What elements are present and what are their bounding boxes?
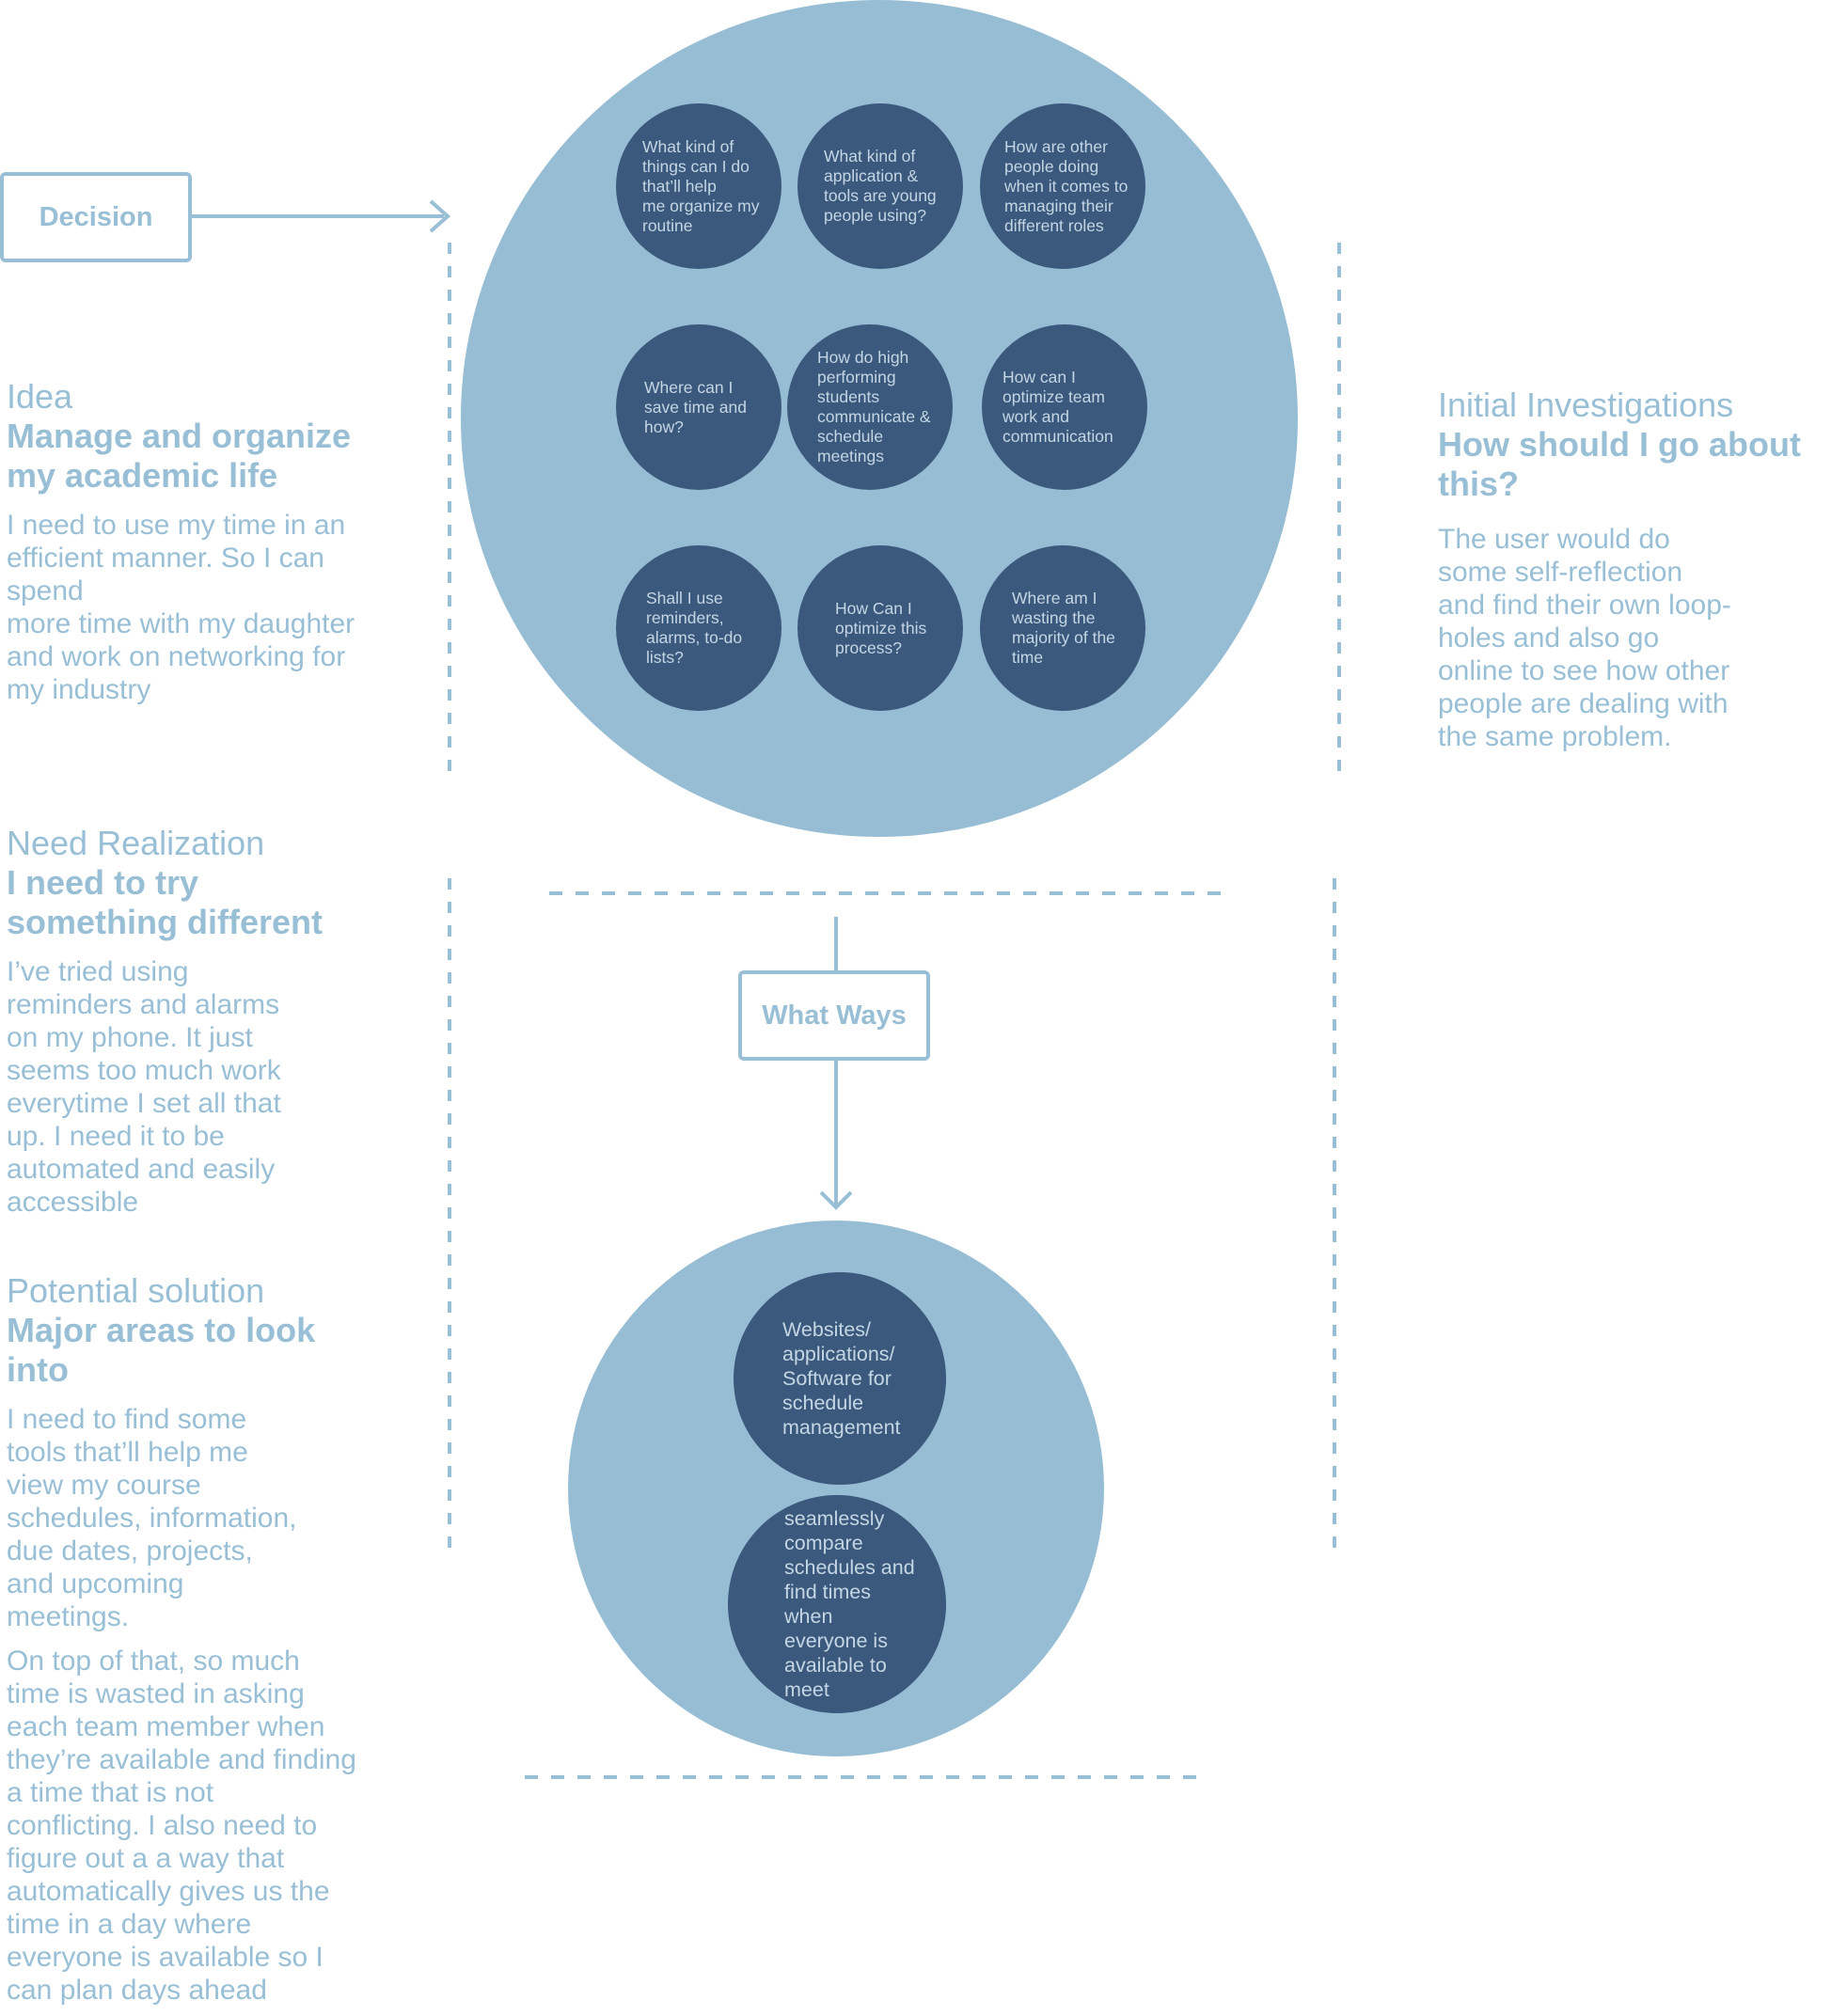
potential-solution-body: I need to find some tools that’ll help m…: [7, 1404, 297, 1632]
question-bubble: How can I optimize team work and communi…: [982, 324, 1147, 490]
question-bubble: What kind of things can I do that’ll hel…: [616, 103, 781, 269]
question-bubble: How are other people doing when it comes…: [980, 103, 1145, 269]
initial-investigations-section: Initial Investigations How should I go a…: [1438, 386, 1833, 753]
question-bubble: Shall I use reminders, alarms, to-do lis…: [616, 545, 781, 711]
potential-solution-body-continued: On top of that, so much time is wasted i…: [7, 1646, 356, 2006]
question-bubble: What kind of application & tools are you…: [797, 103, 963, 269]
what-ways-arrow-head: [819, 1190, 853, 1210]
potential-solution-headline: Major areas to look into: [7, 1311, 316, 1389]
potential-solution-section: Potential solution Major areas to look i…: [7, 1271, 383, 2007]
solution-bubble: Websites/ applications/ Software for sch…: [734, 1272, 946, 1485]
idea-section: Idea Manage and organize my academic lif…: [7, 377, 402, 706]
idea-body: I need to use my time in an efficient ma…: [7, 510, 355, 705]
need-realization-kicker: Need Realization: [7, 824, 265, 862]
question-bubble: How Can I optimize this process?: [797, 545, 963, 711]
question-bubble: How do high performing students communic…: [787, 324, 953, 490]
decision-arrow-head: [429, 199, 451, 233]
decision-label: Decision: [39, 201, 153, 232]
question-bubble: Where can I save time and how?: [616, 324, 781, 490]
decision-box: Decision: [0, 172, 192, 262]
question-bubble: Where am I wasting the majority of the t…: [980, 545, 1145, 711]
investigations-body: The user would do some self-reflection a…: [1438, 524, 1731, 752]
what-ways-box: What Ways: [738, 970, 930, 1061]
investigations-kicker: Initial Investigations: [1438, 386, 1734, 424]
investigations-headline: How should I go about this?: [1438, 425, 1801, 503]
idea-headline: Manage and organize my academic life: [7, 417, 352, 495]
need-realization-section: Need Realization I need to try something…: [7, 824, 326, 1219]
idea-kicker: Idea: [7, 377, 73, 416]
need-realization-body: I’ve tried using reminders and alarms on…: [7, 956, 281, 1218]
need-realization-headline: I need to try something different: [7, 863, 324, 941]
what-ways-label: What Ways: [762, 1000, 907, 1031]
potential-solution-kicker: Potential solution: [7, 1271, 265, 1310]
solution-bubble: seamlessly compare schedules and find ti…: [728, 1495, 946, 1713]
